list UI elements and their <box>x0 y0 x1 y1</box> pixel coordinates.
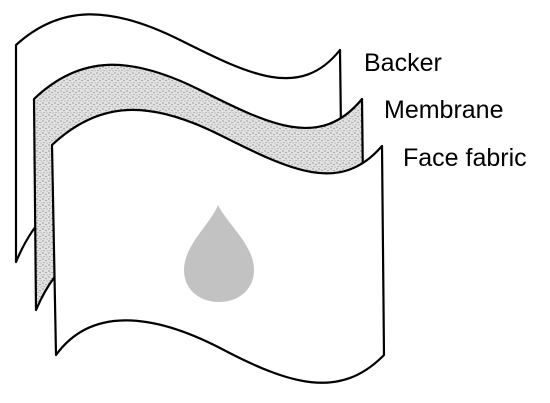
backer-label: Backer <box>364 49 442 77</box>
face-fabric-label: Face fabric <box>403 144 527 172</box>
water-drop-icon <box>184 205 254 302</box>
membrane-label: Membrane <box>384 96 504 124</box>
